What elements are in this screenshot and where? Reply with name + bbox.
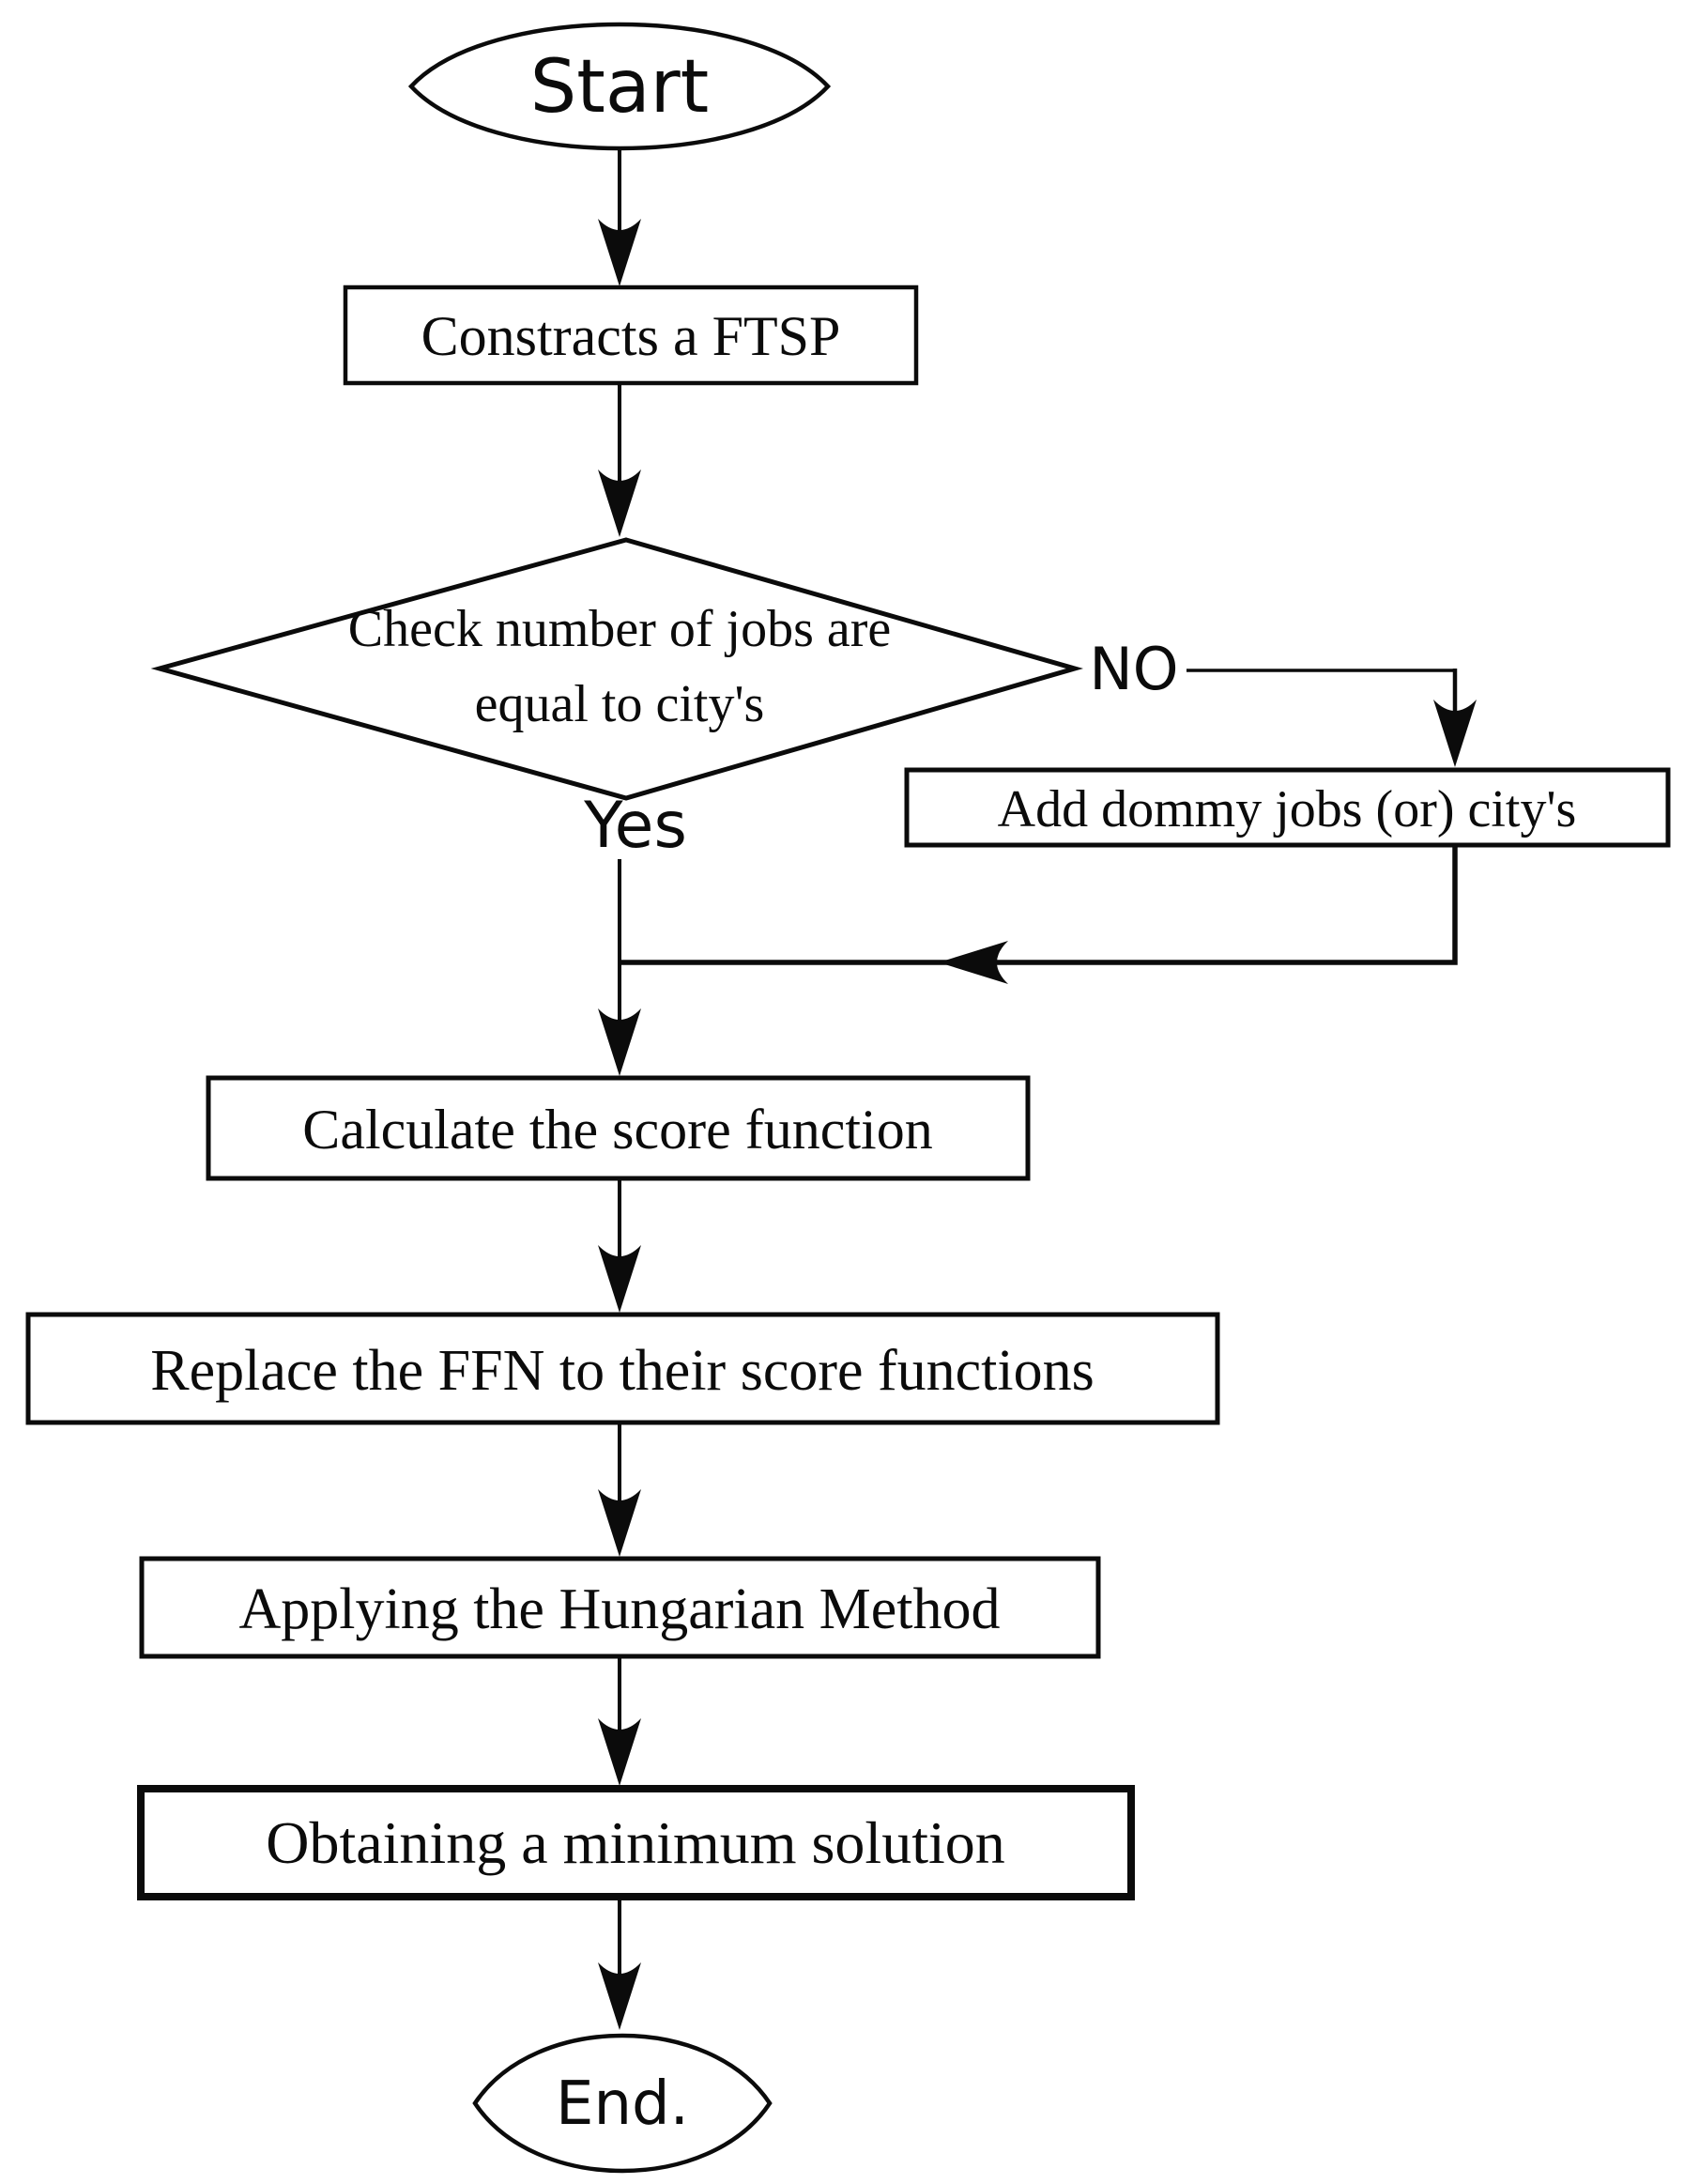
start-label: Start xyxy=(530,45,710,130)
end-node: End. xyxy=(472,2033,773,2174)
end-lens-shape xyxy=(472,2033,773,2174)
arrowhead-down-icon xyxy=(598,1962,641,2030)
arrowhead-down-icon xyxy=(1433,700,1477,767)
arrow-add-dummy-to-merge xyxy=(620,845,1458,984)
arrow-shaft xyxy=(620,845,1458,965)
arrow-replace-to-applying xyxy=(598,1423,641,1557)
end-label: End. xyxy=(556,2069,689,2139)
arrow-no-to-add-dummy xyxy=(1186,669,1477,767)
decision-node: Check number of jobs are equal to city's xyxy=(150,537,1084,801)
replace-node: Replace the FFN to their score functions xyxy=(25,1312,1220,1425)
start-node: Start xyxy=(407,22,832,151)
arrowhead-down-icon xyxy=(598,1008,641,1076)
arrow-yes-to-calculate xyxy=(598,859,641,1076)
arrowhead-down-icon xyxy=(598,469,641,537)
construct-node: Constracts a FTSP xyxy=(343,285,919,386)
obtaining-label: Obtaining a minimum solution xyxy=(266,1809,1005,1876)
decision-label-line1: Check number of jobs are xyxy=(348,600,891,658)
no-branch-label: NO xyxy=(1089,635,1178,703)
replace-label: Replace the FFN to their score functions xyxy=(150,1339,1095,1403)
calculate-node: Calculate the score function xyxy=(206,1075,1031,1181)
construct-label: Constracts a FTSP xyxy=(421,305,841,367)
arrowhead-down-icon xyxy=(598,1489,641,1557)
start-lens-shape xyxy=(407,22,832,151)
decision-diamond-shape xyxy=(150,537,1084,801)
add-dummy-box-shape xyxy=(904,767,1671,848)
applying-box-shape xyxy=(139,1556,1101,1659)
arrow-construct-to-decision xyxy=(598,383,641,537)
arrow-applying-to-obtaining xyxy=(598,1656,641,1786)
add-dummy-label: Add dommy jobs (or) city's xyxy=(998,780,1577,838)
decision-label-line2: equal to city's xyxy=(475,675,765,733)
calculate-box-shape xyxy=(206,1075,1031,1181)
arrowhead-down-icon xyxy=(598,219,641,286)
obtaining-box-shape xyxy=(137,1785,1135,1900)
replace-box-shape xyxy=(25,1312,1220,1425)
yes-branch-label: Yes xyxy=(583,789,687,863)
construct-box-shape xyxy=(343,285,919,386)
arrowhead-left-icon xyxy=(939,941,1008,984)
applying-label: Applying the Hungarian Method xyxy=(238,1577,1000,1641)
arrow-start-to-construct xyxy=(598,148,641,286)
arrowhead-down-icon xyxy=(598,1245,641,1313)
applying-node: Applying the Hungarian Method xyxy=(139,1556,1101,1659)
arrowhead-down-icon xyxy=(598,1718,641,1786)
arrow-calculate-to-replace xyxy=(598,1178,641,1313)
calculate-label: Calculate the score function xyxy=(302,1099,932,1161)
obtaining-node: Obtaining a minimum solution xyxy=(137,1785,1135,1900)
add-dummy-node: Add dommy jobs (or) city's xyxy=(904,767,1671,848)
arrow-obtaining-to-end xyxy=(598,1897,641,2030)
